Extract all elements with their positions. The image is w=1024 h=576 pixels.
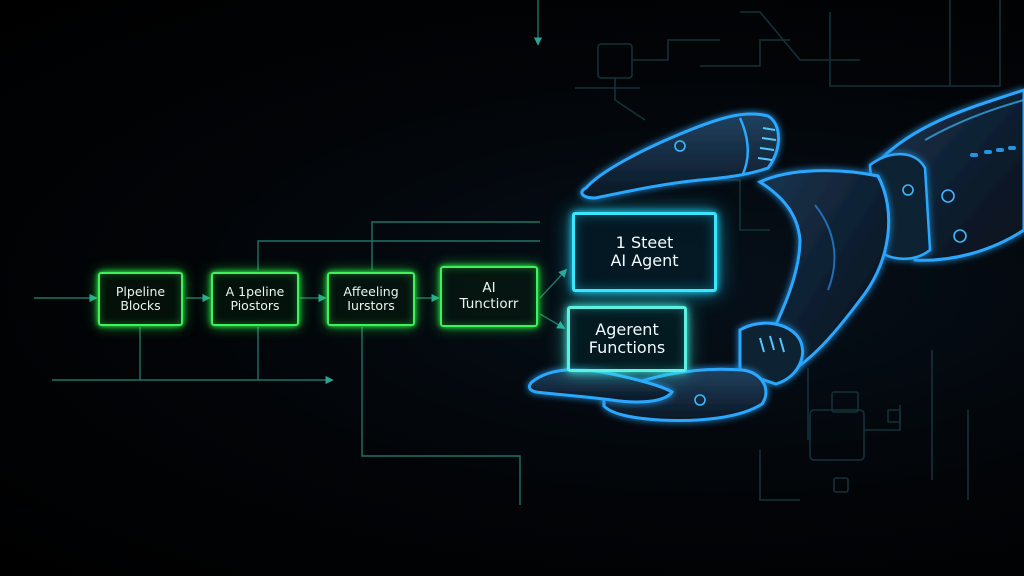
pipeline-block-2-line2: Piostors	[230, 298, 280, 313]
pipeline-block-2-line1: A 1peline	[225, 283, 285, 299]
pipeline-block-1-line2: Blocks	[120, 298, 161, 313]
pipeline-block-3-line2: Iurstors	[347, 298, 395, 313]
pipeline-block-3[interactable]: Affeeling Iurstors	[327, 272, 415, 326]
pipeline-block-1[interactable]: Plpeline Blocks	[98, 272, 183, 326]
background-circuit-icon	[575, 0, 1001, 501]
circuit-traces-icon	[34, 0, 568, 505]
pipeline-block-4-line1: AI	[482, 279, 496, 296]
pipeline-block-4-line2: Tunctiorr	[459, 295, 519, 312]
pipeline-block-2[interactable]: A 1peline Piostors	[211, 272, 299, 326]
pipeline-block-3-line1: Affeeling	[343, 283, 399, 299]
robotic-hand-icon	[527, 88, 1024, 422]
agent-functions-box-line1: Agerent	[595, 319, 659, 339]
pipeline-block-1-line1: Plpeline	[115, 283, 166, 299]
ai-agent-box-line2: AI Agent	[610, 251, 679, 270]
agent-functions-box-line2: Functions	[588, 338, 666, 357]
ai-agent-box[interactable]: 1 Steet AI Agent	[572, 212, 717, 292]
agent-functions-box[interactable]: Agerent Functions	[567, 306, 687, 372]
pipeline-block-4[interactable]: AI Tunctiorr	[440, 266, 538, 327]
ai-agent-box-line1: 1 Steet	[615, 232, 674, 252]
